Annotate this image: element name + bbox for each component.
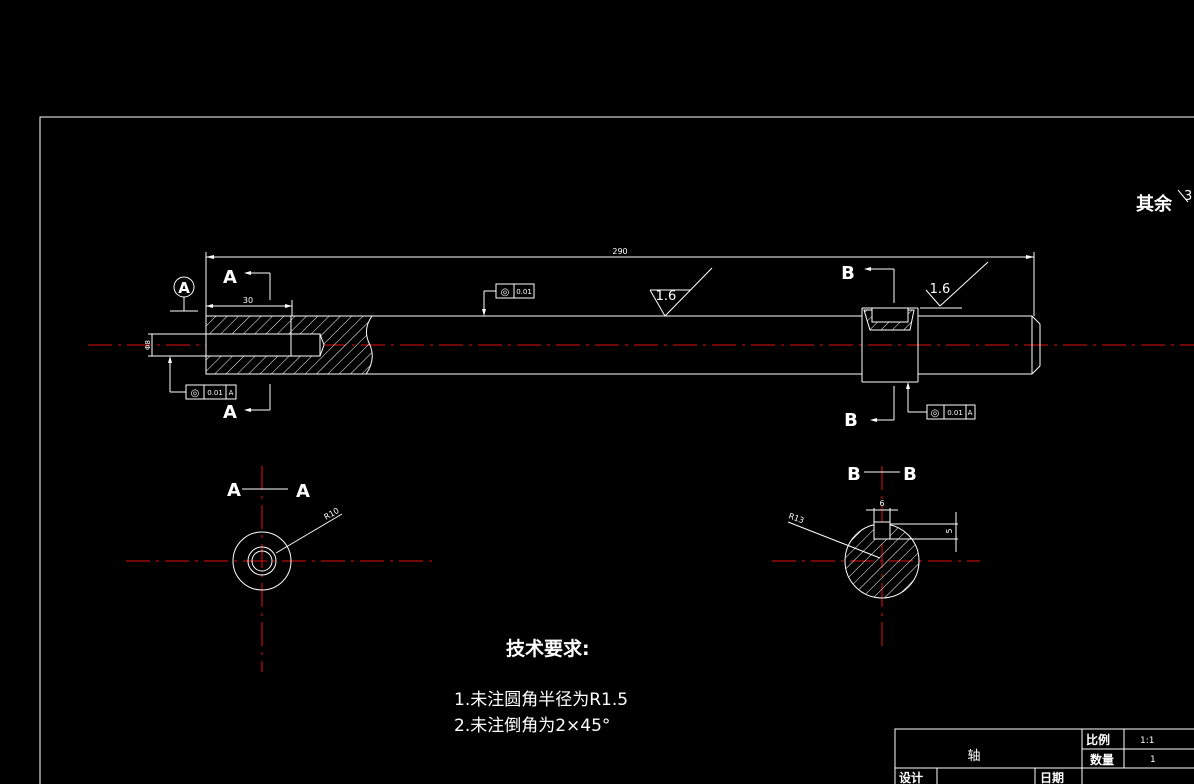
tol-top-symbol: ◎ bbox=[501, 287, 510, 298]
tolerance-frame-left bbox=[168, 356, 237, 400]
section-b-bottom-label: B bbox=[844, 410, 858, 431]
tolerance-frame-top bbox=[482, 283, 535, 316]
remaining-roughness-value: 3 bbox=[1184, 189, 1192, 204]
datum-a-label: A bbox=[178, 279, 190, 297]
remaining-roughness-label: 其余 bbox=[1136, 193, 1173, 215]
tol-left-value: 0.01 bbox=[207, 389, 223, 397]
roughness-main-value: 1.6 bbox=[656, 289, 677, 304]
tol-right-symbol: ◎ bbox=[931, 408, 940, 419]
section-b-title-left: B bbox=[847, 464, 861, 485]
tol-left-symbol: ◎ bbox=[191, 388, 200, 399]
section-b-marker-bottom bbox=[870, 386, 895, 422]
date-label: 日期 bbox=[1040, 770, 1064, 784]
roughness-key-value: 1.6 bbox=[930, 282, 951, 297]
tolerance-frame-right bbox=[906, 382, 976, 420]
r10-label: R10 bbox=[323, 506, 341, 522]
drawing-frame bbox=[39, 116, 1194, 784]
key-width-label: 6 bbox=[879, 499, 884, 508]
tol-right-value: 0.01 bbox=[947, 409, 963, 417]
tol-right-datum: A bbox=[968, 409, 973, 417]
requirements-item-1: 1.未注圆角半径为R1.5 bbox=[454, 690, 628, 710]
section-a-view bbox=[126, 466, 434, 672]
dim-30 bbox=[206, 300, 293, 316]
tol-left-datum: A bbox=[229, 389, 234, 397]
dim-hole-label: Φ8 bbox=[144, 340, 152, 350]
section-a-bottom-label: A bbox=[223, 402, 237, 423]
section-b-view bbox=[772, 466, 980, 652]
dim-hole-diameter bbox=[148, 333, 206, 357]
key-depth-label: 5 bbox=[945, 528, 954, 533]
roughness-symbol-main bbox=[649, 267, 713, 317]
dim-30-label: 30 bbox=[243, 296, 253, 305]
section-a-title-left: A bbox=[227, 480, 241, 501]
title-block bbox=[894, 728, 1194, 784]
qty-value: 1 bbox=[1150, 755, 1156, 765]
section-a-title-right: A bbox=[296, 481, 310, 502]
scale-value: 1:1 bbox=[1140, 736, 1154, 746]
qty-label: 数量 bbox=[1090, 752, 1114, 767]
center-hole bbox=[205, 333, 321, 357]
dim-290-label: 290 bbox=[612, 247, 627, 256]
section-a-marker-top bbox=[244, 271, 271, 300]
roughness-symbol-key bbox=[920, 261, 989, 309]
requirements-title: 技术要求: bbox=[506, 637, 590, 660]
dim-290 bbox=[205, 252, 1035, 316]
section-a-top-label: A bbox=[223, 267, 237, 288]
section-b-title-right: B bbox=[903, 464, 917, 485]
section-b-top-label: B bbox=[841, 263, 855, 284]
section-a-marker-bottom bbox=[244, 384, 271, 412]
requirements-item-2: 2.未注倒角为2×45° bbox=[454, 716, 610, 736]
scale-label: 比例 bbox=[1086, 732, 1110, 747]
part-name: 轴 bbox=[967, 749, 980, 764]
tol-top-value: 0.01 bbox=[516, 288, 532, 296]
design-label: 设计 bbox=[899, 770, 923, 784]
datum-a bbox=[170, 276, 198, 312]
section-b-marker-top bbox=[864, 267, 895, 303]
